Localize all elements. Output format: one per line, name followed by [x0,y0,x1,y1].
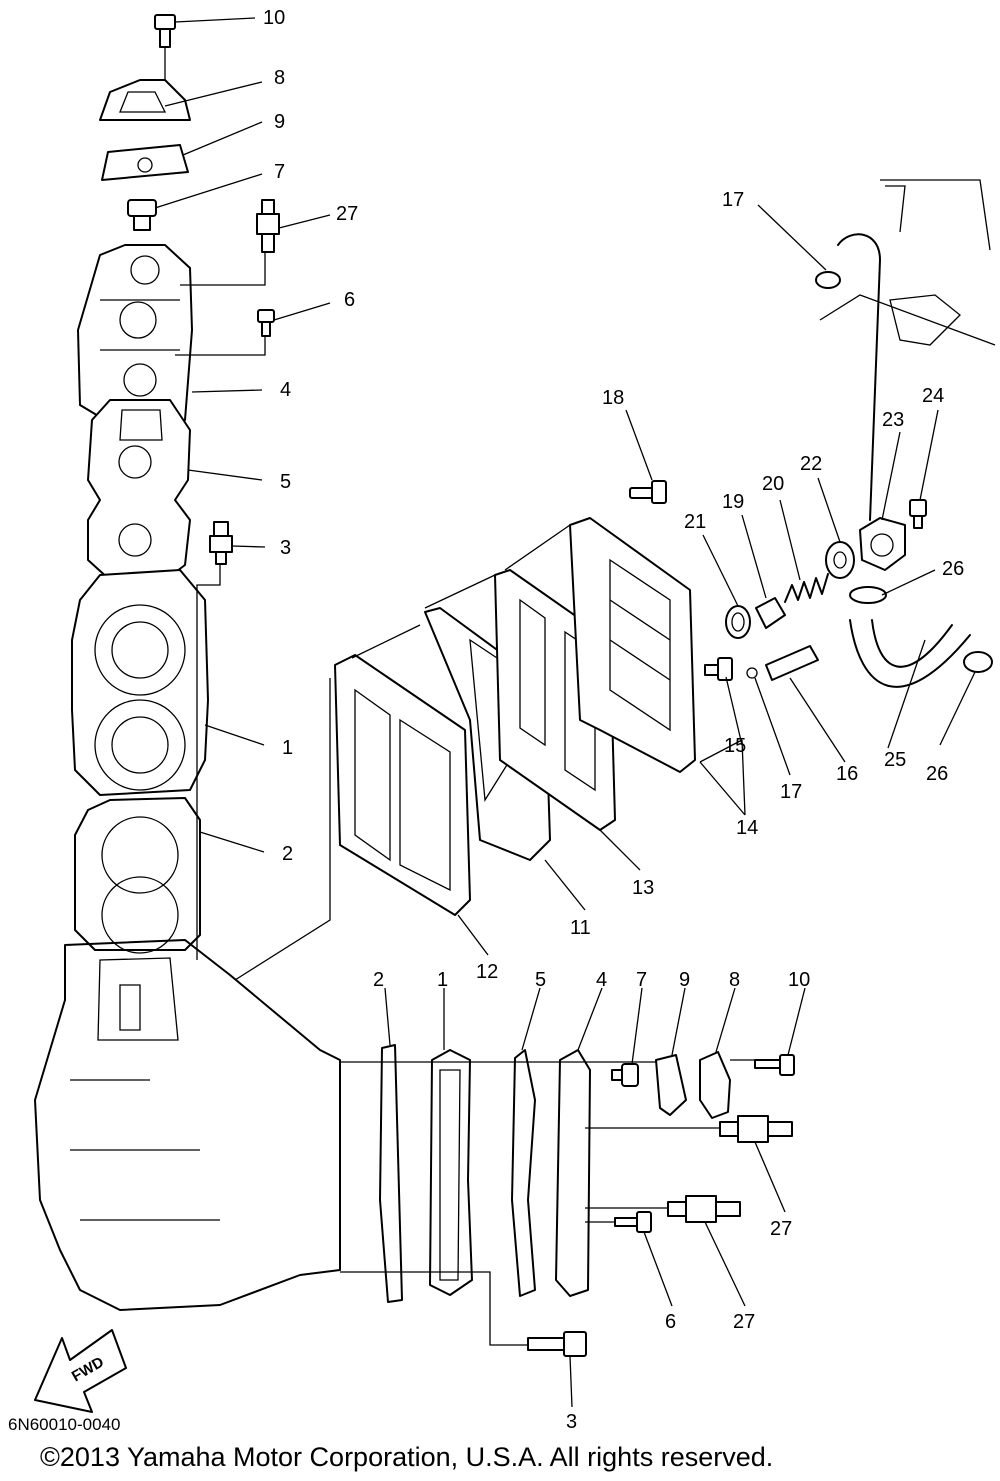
part-engine-block [34,939,341,1311]
part-gasket-9-top [101,144,189,181]
fwd-arrow-icon: FWD [34,1329,127,1413]
part-engine-top-outline [819,179,996,346]
callout-6-bottom: 6 [665,1311,676,1333]
copyright-text: ©2013 Yamaha Motor Corporation, U.S.A. A… [40,1442,773,1472]
part-spring-20 [784,573,829,603]
callout-4-top: 4 [280,379,291,401]
leader-lines [154,17,976,1408]
callout-20: 20 [762,473,784,495]
part-gasket-22 [825,541,855,579]
callout-17-upper: 17 [722,189,744,211]
callout-1-bottom: 1 [437,969,448,991]
callout-3-top: 3 [280,537,291,559]
callout-11: 11 [570,917,591,939]
callout-14: 14 [736,817,758,839]
callout-9-top: 9 [274,111,285,133]
callout-8-bottom: 8 [729,969,740,991]
part-thermostat-19 [755,597,786,629]
callout-5-bottom: 5 [535,969,546,991]
callout-25: 25 [884,749,906,771]
callout-12: 12 [476,961,498,983]
callout-15: 15 [724,735,746,757]
callout-3-bottom: 3 [566,1411,577,1433]
callout-8-top: 8 [274,67,285,89]
part-bolt-15 [704,657,733,681]
part-valve-7-side [611,1063,639,1087]
callout-labels: 10 8 9 7 27 6 4 5 3 1 2 17 18 21 19 20 2… [263,7,964,1433]
part-gasket-5-side [511,1049,536,1297]
part-head-gasket-2-side [379,1044,403,1303]
part-cover-23 [859,517,906,571]
part-gasket-5 [87,399,191,581]
part-spark-plug-27-side-upper [719,1115,793,1143]
part-outer-cover-14 [569,517,696,773]
callout-24: 24 [922,385,944,407]
part-bolt-10-side [754,1054,795,1076]
part-grommet-17-lower [746,667,758,679]
part-bolt-10-top [154,14,176,48]
part-sensor-3-side [527,1331,587,1357]
callout-10-bottom: 10 [788,969,810,991]
part-bolt-18 [629,480,667,504]
part-cylinder-head-cover-4 [77,244,193,421]
part-cover-4-side [555,1049,591,1297]
part-bolt-6-top [257,309,275,337]
callout-13: 13 [632,877,654,899]
callout-4-bottom: 4 [596,969,607,991]
part-cover-12 [334,654,471,916]
part-grommet-17-upper [815,233,881,521]
callout-27-bottom-lower: 27 [733,1311,755,1333]
callout-7-top: 7 [274,161,285,183]
callout-27-bottom-upper: 27 [770,1218,792,1240]
part-clamp-26-upper [849,586,887,604]
part-hose-25 [849,619,971,688]
part-sensor-3 [209,521,233,565]
callout-2-bottom: 2 [373,969,384,991]
callout-16: 16 [836,763,858,785]
callout-19: 19 [722,491,744,513]
callout-1-top: 1 [282,737,293,759]
part-spark-plug-27-side-lower [667,1195,741,1223]
callout-10-top: 10 [263,7,285,29]
assembly-lines [164,47,755,1346]
callout-22: 22 [800,453,822,475]
part-bolt-24 [909,499,927,529]
part-hose-16 [765,645,819,681]
callout-9-bottom: 9 [679,969,690,991]
part-head-gasket-2 [74,797,201,954]
callout-27-top: 27 [336,203,358,225]
part-valve-7-top [127,199,157,231]
callout-21: 21 [684,511,706,533]
part-spring-21 [725,605,751,639]
part-cover-8-side [699,1051,731,1119]
callout-23: 23 [882,409,904,431]
callout-6-top: 6 [344,289,355,311]
callout-26-lower: 26 [926,763,948,785]
drawing-code: 6N60010-0040 [8,1415,120,1434]
part-spark-plug-27-top [256,199,280,253]
part-gasket-9-side [655,1054,687,1116]
callout-7-bottom: 7 [636,969,647,991]
part-clamp-26-lower [963,651,993,673]
part-cover-8-top [99,79,191,121]
part-bolt-6-side [614,1211,652,1233]
callout-18: 18 [602,387,624,409]
callout-26-upper: 26 [942,558,964,580]
part-cylinder-head-1-side [429,1049,473,1296]
part-cylinder-head-1 [71,569,209,796]
callout-17-lower: 17 [780,781,802,803]
callout-2-top: 2 [282,843,293,865]
callout-5-top: 5 [280,471,291,493]
